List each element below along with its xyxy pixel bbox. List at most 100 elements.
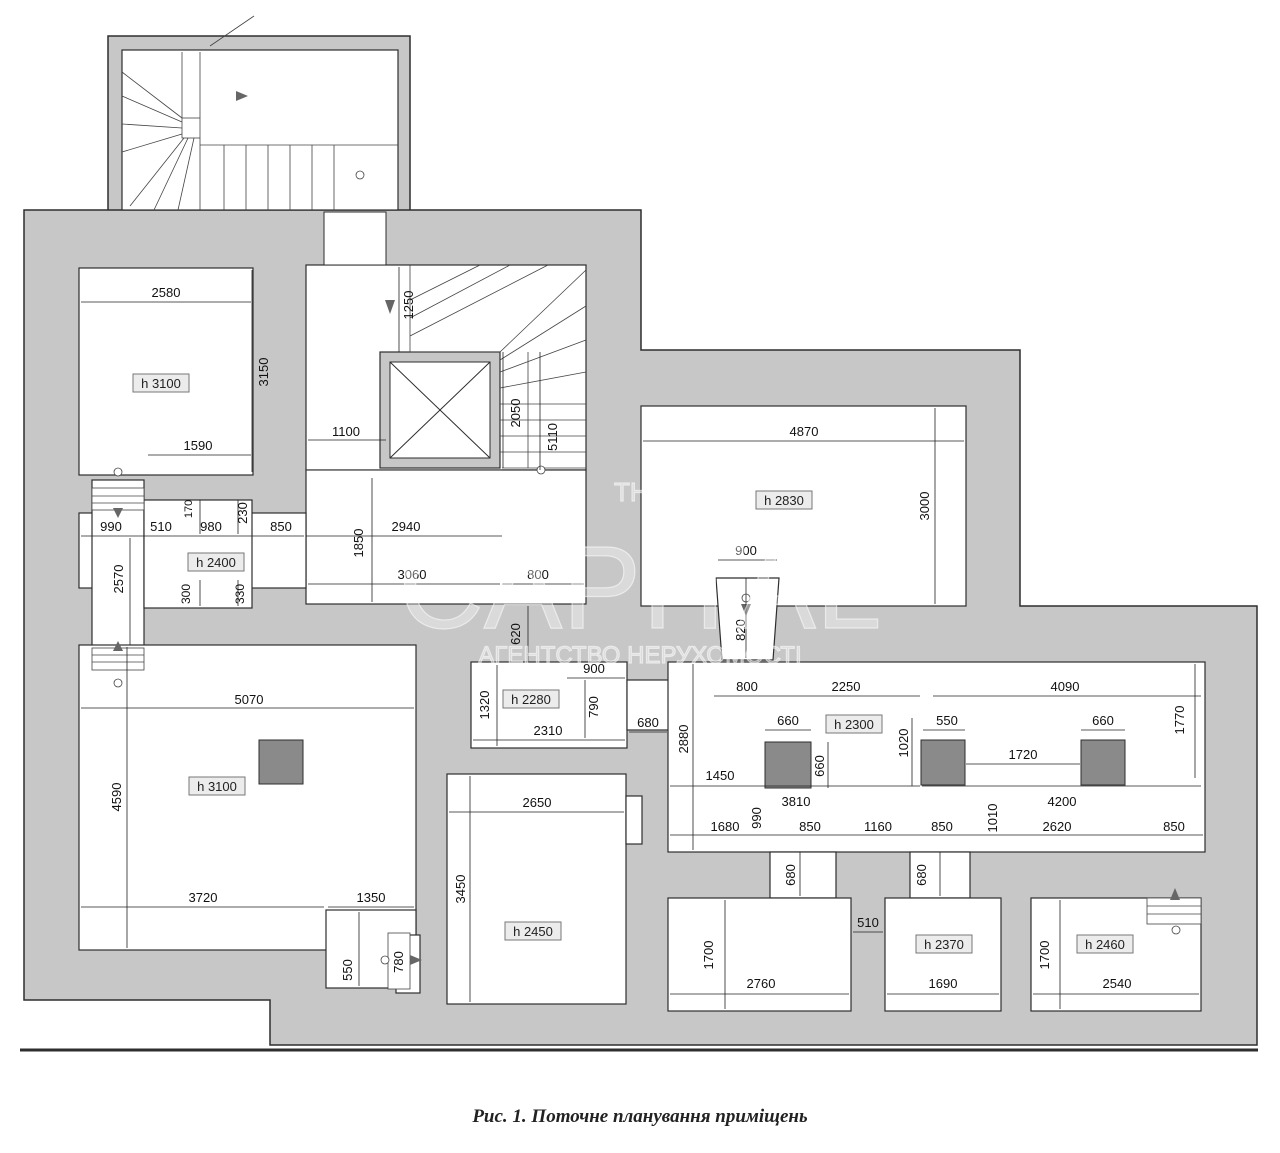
passage-bottom-1 [769, 851, 837, 899]
dim-label: 3450 [453, 875, 468, 904]
dim-label: 2580 [152, 285, 181, 300]
room-stair-hall-lower [305, 469, 587, 605]
stairs-hall [306, 264, 587, 475]
dim-label: 4870 [790, 424, 819, 439]
dim-label: 3810 [782, 794, 811, 809]
dim-label: 330 [233, 584, 247, 604]
floor-plan: h 3100 h 2400 h 2830 h 2280 h 2300 h 310… [20, 15, 1258, 1052]
columns [258, 211, 1126, 789]
stairs-top [121, 15, 398, 211]
dim-label: 1160 [864, 819, 892, 834]
dim-label: 1590 [184, 438, 213, 453]
lift-shaft [379, 351, 501, 469]
dim-label: 850 [931, 819, 953, 834]
room-bottom-a [667, 897, 852, 1012]
dim-label: 1680 [711, 819, 740, 834]
dim-label: 3720 [189, 890, 218, 905]
dim-label: 680 [914, 864, 929, 886]
dim-label: 780 [391, 951, 406, 973]
dim-label: 300 [179, 584, 193, 604]
height-label-top-left: h 3100 [141, 376, 181, 391]
dim-label: 1770 [1172, 706, 1187, 735]
dim-label: 4590 [109, 783, 124, 812]
room-bottom-left [78, 644, 417, 951]
dim-label: 1690 [929, 976, 958, 991]
dim-label: 5070 [235, 692, 264, 707]
watermark-tagline: АГЕНТСТВО НЕРУХОМОСТІ [478, 642, 801, 669]
dim-label: 4200 [1048, 794, 1077, 809]
stair-top-interior [121, 49, 399, 211]
room-top-left [78, 267, 254, 476]
dim-label: 170 [183, 500, 195, 518]
dim-label: 1700 [701, 941, 716, 970]
dim-label: 1720 [1009, 747, 1038, 762]
dim-label: 2050 [508, 399, 523, 428]
dimension-lines [81, 267, 1203, 1009]
dim-label: 800 [527, 567, 549, 582]
room-height-labels: h 3100 h 2400 h 2830 h 2280 h 2300 h 310… [132, 373, 1134, 954]
dim-label: 680 [637, 715, 659, 730]
dim-label: 660 [812, 755, 827, 777]
niche-center-low [625, 795, 643, 845]
height-label-middle-right: h 2300 [834, 717, 874, 732]
height-label-center-low: h 2450 [513, 924, 553, 939]
dim-label: 850 [799, 819, 821, 834]
dim-label: 850 [270, 519, 292, 534]
dim-label: 900 [583, 661, 605, 676]
dim-label: 790 [586, 696, 601, 718]
dim-label: 3000 [917, 492, 932, 521]
dim-label: 1320 [477, 691, 492, 720]
dim-label: 3150 [256, 358, 271, 387]
dim-label: 3060 [398, 567, 427, 582]
dim-label: 2940 [392, 519, 421, 534]
height-label-big-right: h 2830 [764, 493, 804, 508]
dimension-labels: 2580 3150 1590 1100 1250 2050 5110 4870 … [100, 285, 1187, 991]
dim-label: 5110 [545, 423, 560, 451]
dim-label: 2250 [832, 679, 861, 694]
dim-label: 2620 [1043, 819, 1072, 834]
figure-caption: Рис. 1. Поточне планування приміщень [472, 1106, 808, 1127]
dim-label: 660 [1092, 713, 1114, 728]
watermark: THE CAPITAL АГЕНТСТВО НЕРУХОМОСТІ [398, 476, 882, 669]
dim-label: 550 [340, 959, 355, 981]
dim-label: 4090 [1051, 679, 1080, 694]
dim-label: 990 [100, 519, 122, 534]
dim-label: 1850 [351, 529, 366, 558]
dim-label: 980 [200, 519, 222, 534]
dim-label: 2310 [534, 723, 563, 738]
dim-label: 850 [1163, 819, 1185, 834]
stairs-small [91, 467, 1202, 990]
niche-trapezoid [715, 577, 780, 661]
height-label-small-center: h 2280 [511, 692, 551, 707]
dim-label: 620 [508, 623, 523, 645]
dim-label: 2650 [523, 795, 552, 810]
dim-label: 800 [736, 679, 758, 694]
watermark-brand: CAPITAL [398, 522, 881, 654]
dim-label: 2760 [747, 976, 776, 991]
dim-label: 1250 [401, 291, 416, 320]
dim-label: 510 [857, 915, 879, 930]
height-label-corridor: h 2400 [196, 555, 236, 570]
dim-label: 550 [936, 713, 958, 728]
dim-label: 680 [783, 864, 798, 886]
height-label-bottom-left: h 3100 [197, 779, 237, 794]
dim-label: 900 [735, 543, 757, 558]
dim-label: 2880 [676, 725, 691, 754]
dim-label: 1010 [985, 804, 1000, 833]
dim-label: 230 [235, 502, 250, 524]
dim-label: 1450 [706, 768, 735, 783]
height-label-bottom-mid: h 2370 [924, 937, 964, 952]
dim-label: 820 [733, 619, 748, 641]
dim-label: 2570 [111, 565, 126, 594]
dim-label: 1100 [332, 424, 360, 439]
dim-label: 990 [749, 807, 764, 829]
height-label-bottom-right: h 2460 [1085, 937, 1125, 952]
watermark-small: THE [614, 477, 666, 507]
dim-label: 510 [150, 519, 172, 534]
dim-label: 2540 [1103, 976, 1132, 991]
dim-label: 1350 [357, 890, 386, 905]
dim-label: 1020 [896, 729, 911, 758]
room-bottom-b [884, 897, 1002, 1012]
dim-label: 1700 [1037, 941, 1052, 970]
dim-label: 660 [777, 713, 799, 728]
